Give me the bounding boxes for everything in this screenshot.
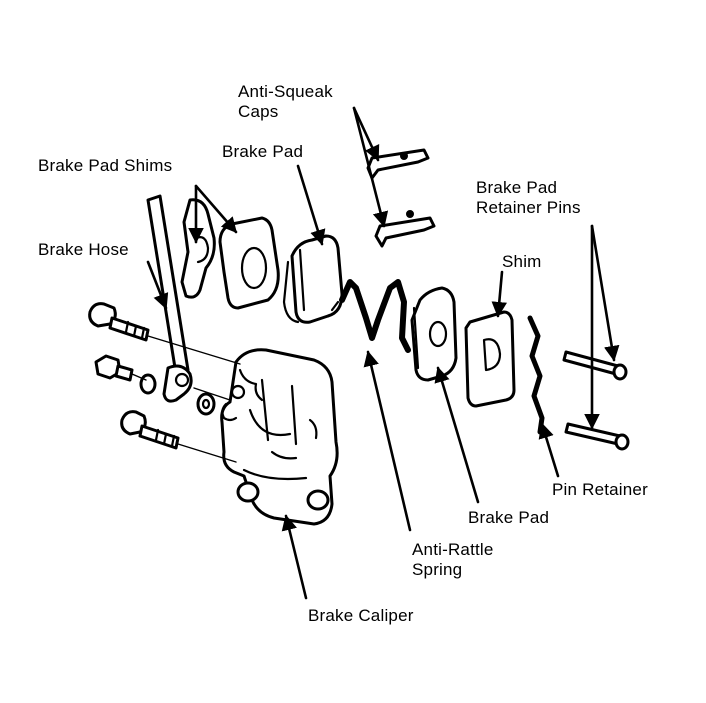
brake-pad-inner [410, 286, 458, 382]
anti-squeak-cap-lower [374, 210, 436, 248]
leader-lines [146, 106, 620, 600]
anti-squeak-cap-upper [366, 148, 430, 180]
brake-caliper-body [220, 348, 339, 526]
caliper-bolt-short [94, 354, 134, 382]
retainer-pin-upper [562, 350, 628, 381]
label-brake-caliper: Brake Caliper [308, 606, 414, 625]
anti-rattle-spring [330, 279, 411, 353]
label-anti-squeak-caps: Anti-Squeak Caps [238, 82, 333, 121]
washer-right [196, 392, 216, 416]
label-brake-pad-top: Brake Pad [222, 142, 304, 161]
brake-pad-outer [282, 234, 344, 324]
washer-left [139, 373, 157, 395]
label-brake-pad-bottom: Brake Pad [468, 508, 550, 527]
caliper-bolt-upper [88, 302, 150, 342]
retainer-pin-lower [564, 422, 630, 451]
label-anti-rattle-spring: Anti-Rattle Spring [412, 540, 494, 579]
brake-pad-shim-outer [180, 198, 216, 299]
assembly-lines [131, 335, 241, 463]
brake-hose [146, 194, 193, 403]
label-pin-retainer: Pin Retainer [552, 480, 648, 499]
pin-retainer [527, 315, 545, 435]
label-brake-pad-shims: Brake Pad Shims [38, 156, 173, 175]
label-brake-pad-retainer-pins: Brake Pad Retainer Pins [476, 178, 581, 217]
shim-right [464, 310, 516, 408]
brake-pad-shim-inner [218, 216, 280, 310]
label-brake-hose: Brake Hose [38, 240, 129, 259]
label-shim: Shim [502, 252, 542, 271]
caliper-bolt-lower [120, 410, 180, 450]
